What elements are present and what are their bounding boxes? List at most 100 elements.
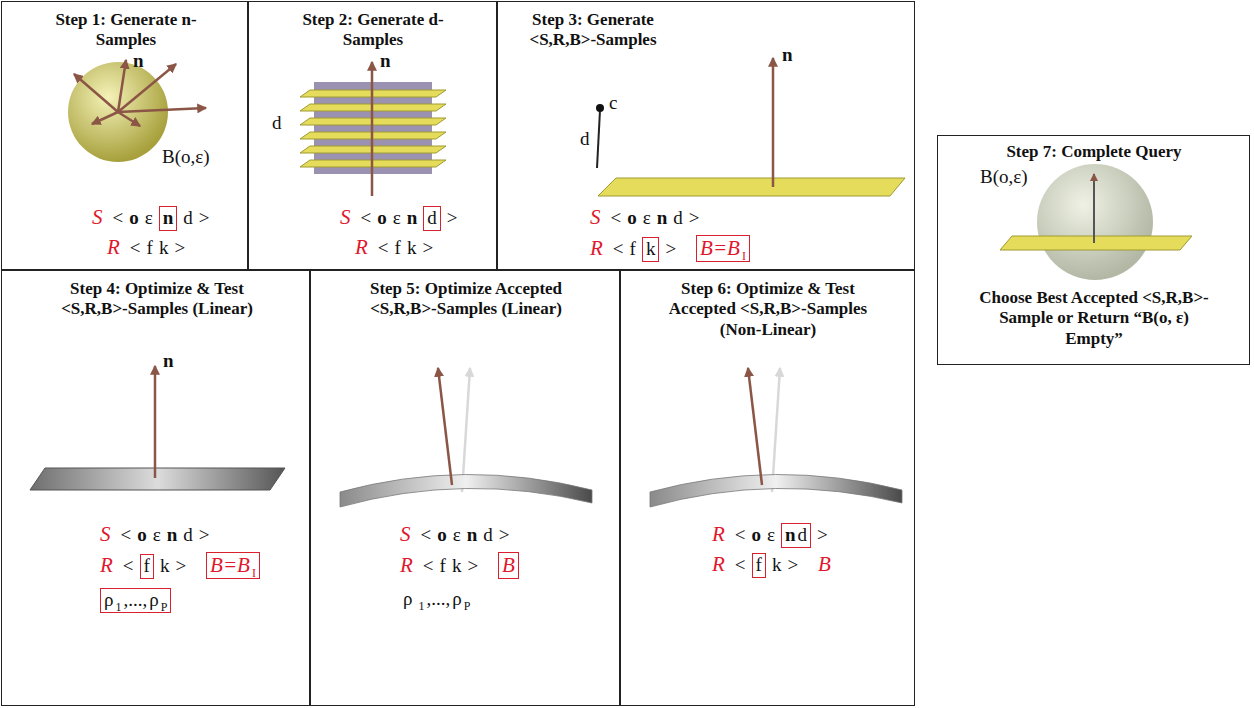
formula-symbol: k (160, 555, 170, 578)
formula-symbol: d (483, 524, 493, 547)
highlight-box: f (140, 554, 154, 579)
set-symbol: B=B (700, 236, 740, 261)
formula-row: R<fk> (107, 235, 185, 260)
formula-symbol: > (689, 207, 700, 230)
illustration-part (118, 64, 176, 112)
set-symbol: R (712, 552, 725, 577)
formula-symbol: d (427, 207, 437, 230)
formula-symbol: < (735, 554, 746, 577)
formula-symbol: < (421, 524, 432, 547)
highlight-box: f (752, 553, 766, 578)
illustration-part (772, 58, 775, 187)
formula-symbol: < (423, 555, 434, 578)
formula-symbol: 1 (115, 600, 121, 614)
set-symbol: I (742, 249, 746, 263)
formula-symbol: f (395, 237, 401, 260)
formula-symbol: d (798, 524, 808, 547)
formula-symbol: k (407, 237, 417, 260)
illustration-part (68, 62, 168, 162)
step-panel: Step 5: Optimize Accepted <S,R,B>-Sample… (310, 270, 620, 706)
step-title: Step 7: Complete Query (949, 142, 1239, 162)
formula-row: ρ1,...,ρP (403, 588, 470, 611)
illustration-part (118, 108, 206, 112)
curved-surface (650, 368, 902, 507)
step-panel: Step 6: Optimize & Test Accepted <S,R,B>… (620, 270, 915, 706)
formula-symbol: > (174, 237, 185, 260)
figure-label: c (609, 92, 617, 115)
set-symbol: R (712, 522, 725, 547)
formula-symbol: n (467, 524, 478, 547)
formula-symbol: f (630, 238, 636, 261)
formula-symbol: ρ (403, 588, 412, 611)
formula-symbol: d (183, 524, 193, 547)
formula-symbol: o (627, 207, 637, 230)
step-title: Step 1: Generate n-Samples (46, 10, 206, 51)
formula-symbol: k (772, 554, 782, 577)
formula-symbol: > (422, 237, 433, 260)
slab-stack (300, 62, 446, 196)
sphere-figure (1000, 164, 1192, 280)
formula-symbol: f (147, 237, 153, 260)
set-symbol: S (340, 205, 351, 230)
formula-row: S<oεnd> (340, 205, 458, 231)
figure-label: n (782, 44, 793, 67)
figure-label: B(o,ε) (162, 146, 210, 169)
formula-row: R<oεnd> (712, 522, 828, 548)
formula-symbol: > (817, 524, 828, 547)
formula-row: ρ1,...,ρP (100, 588, 171, 613)
formula-symbol: o (137, 524, 147, 547)
figure-label: d (580, 128, 590, 151)
formula-symbol: > (199, 207, 210, 230)
formula-row: S<oεnd> (92, 205, 210, 231)
formula-symbol: k (159, 237, 169, 260)
illustration-part (438, 368, 452, 485)
highlight-box: B (498, 552, 519, 579)
formula-row: S<oεnd> (400, 522, 510, 547)
formula-symbol: o (129, 207, 139, 230)
formula-symbol: < (611, 207, 622, 230)
set-symbol: R (355, 235, 368, 260)
formula-symbol: ε (453, 524, 461, 547)
formula-symbol: > (175, 555, 186, 578)
formula-symbol: ε (643, 207, 651, 230)
formula-symbol: 1 (418, 599, 424, 613)
formula-symbol: ,..., (426, 588, 450, 611)
formula-symbol: ρ (149, 589, 158, 612)
illustration-part (1037, 164, 1153, 280)
illustration-part (596, 104, 604, 112)
set-symbol: S (590, 205, 601, 230)
illustration-part (597, 110, 600, 168)
illustration-part (1000, 236, 1192, 250)
formula-symbol: < (130, 237, 141, 260)
formula-symbol: P (464, 599, 471, 613)
illustration-part (598, 178, 905, 196)
formula-symbol: < (613, 238, 624, 261)
formula-symbol: > (665, 238, 676, 261)
formula-symbol: < (121, 524, 132, 547)
set-symbol: B=B (210, 553, 250, 578)
figure-label: n (380, 50, 391, 73)
set-symbol: S (92, 205, 103, 230)
illustration-part (748, 368, 762, 485)
formula-symbol: k (646, 238, 656, 261)
formula-symbol: o (377, 207, 387, 230)
highlight-box: d (423, 206, 441, 231)
formula-row: R < fk > B=BI (590, 235, 750, 262)
formula-symbol: ρ (104, 589, 113, 612)
formula-row: R<fk> (355, 235, 433, 260)
formula-symbol: ε (393, 207, 401, 230)
step-body: Choose Best Accepted <S,R,B>-Sample or R… (979, 288, 1209, 349)
step-panel: Step 2: Generate d-Samples (248, 1, 497, 270)
formula-symbol: n (407, 207, 418, 230)
highlight-box: k (642, 237, 660, 262)
formula-symbol: > (467, 555, 478, 578)
illustration-part (118, 60, 126, 112)
illustration-part (340, 474, 592, 507)
formula-symbol: ρ (452, 588, 461, 611)
formula-symbol: ,..., (123, 589, 147, 612)
step-title: Step 5: Optimize Accepted <S,R,B>-Sample… (359, 279, 574, 320)
set-symbol: R (590, 236, 603, 261)
